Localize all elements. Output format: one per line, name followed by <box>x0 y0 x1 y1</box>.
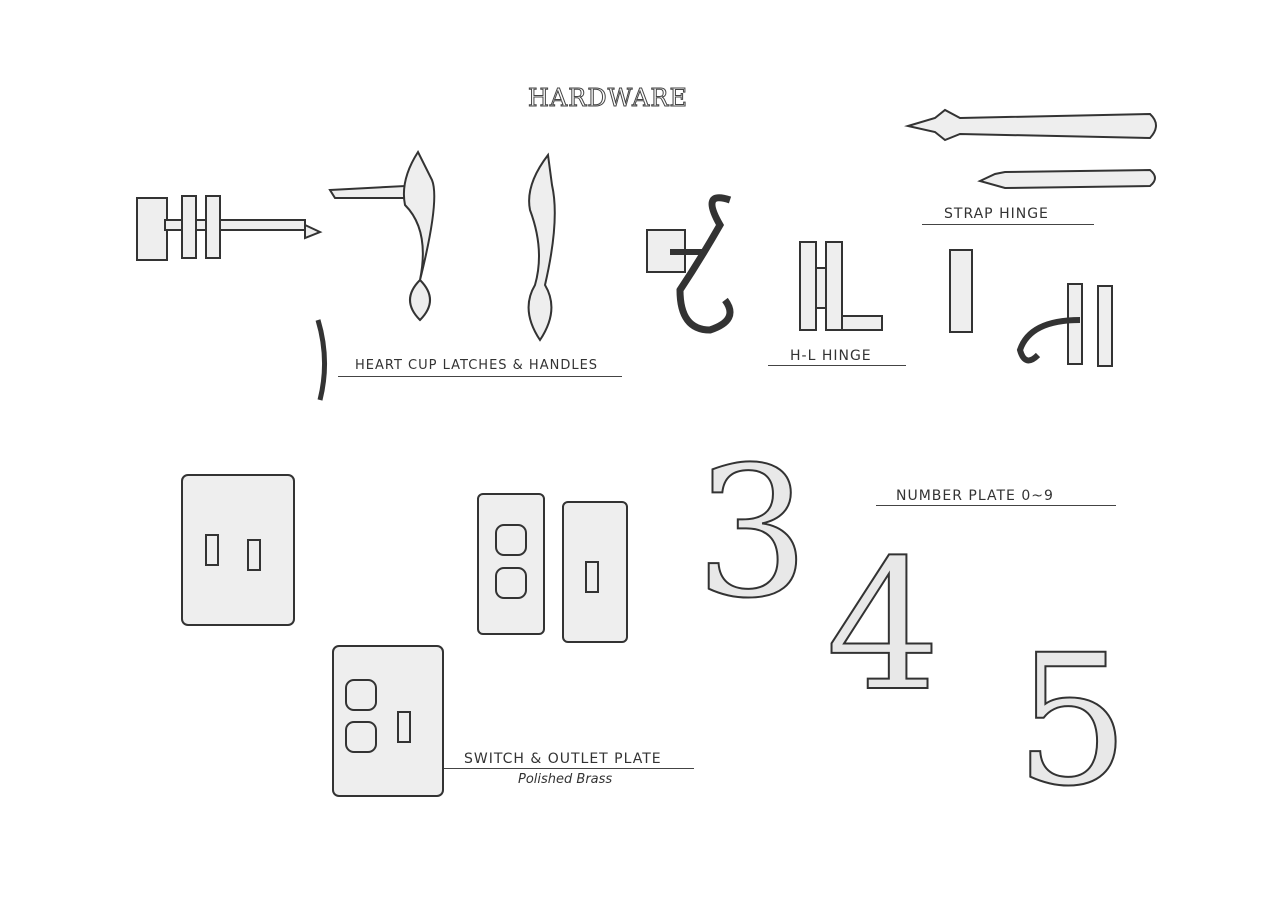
double-switch-plate-drawing <box>181 474 295 626</box>
finish-label: Polished Brass <box>518 772 613 787</box>
thumb-latch-drawing <box>949 249 1113 367</box>
number-plate-4: 4 <box>826 522 941 731</box>
underline <box>444 768 694 769</box>
gate-latch-drawing <box>136 195 323 261</box>
heart-cup-label: HEART CUP LATCHES & HANDLES <box>355 358 599 373</box>
underline <box>768 365 906 366</box>
number-plate-label: NUMBER PLATE 0~9 <box>896 488 1054 504</box>
outlet-plate-drawing <box>477 493 545 635</box>
number-plate-5: 5 <box>1015 617 1130 826</box>
s-hook-latch-drawing <box>646 194 734 334</box>
page-title: HARDWARE <box>528 84 688 113</box>
single-switch-plate-drawing <box>562 501 628 643</box>
underline <box>338 376 622 377</box>
hl-hinge-label: H-L HINGE <box>790 348 872 364</box>
switch-outlet-combo-plate-drawing <box>332 645 444 797</box>
strap-hinge-label: STRAP HINGE <box>944 206 1049 222</box>
underline <box>922 224 1094 225</box>
number-plate-3: 3 <box>695 429 810 638</box>
underline <box>876 505 1116 506</box>
heart-cup-latch-drawing <box>315 149 556 401</box>
switch-outlet-label: SWITCH & OUTLET PLATE <box>464 751 662 767</box>
hl-hinge-drawing <box>799 241 883 331</box>
strap-hinge-drawing <box>904 108 1157 190</box>
